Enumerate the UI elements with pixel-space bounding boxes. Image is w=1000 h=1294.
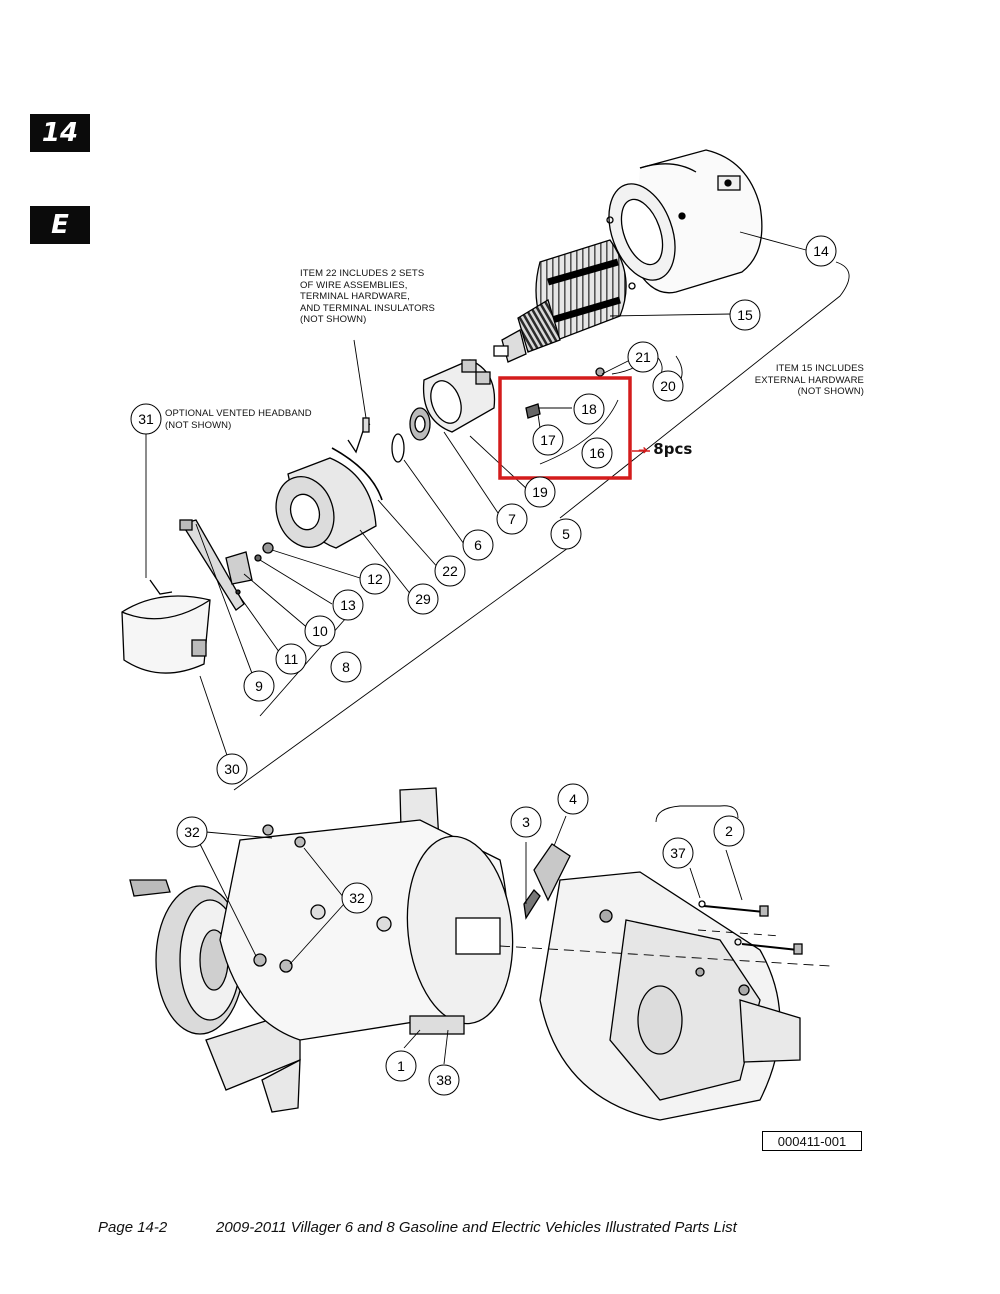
- callout: 19: [524, 476, 556, 508]
- svg-text:5: 5: [562, 526, 570, 542]
- sealant-tube-part: [523, 843, 571, 920]
- callouts: 14 15 21 20 18 17 16 19 7 5 6 22 29 12 1…: [130, 235, 837, 1096]
- bracket-hardware-part: [179, 519, 274, 611]
- callout: 8: [330, 651, 362, 683]
- motor-frame-part: [606, 149, 763, 294]
- callout: 18: [573, 393, 605, 425]
- svg-text:32: 32: [184, 824, 200, 840]
- leader-lines-lower: [199, 805, 831, 1065]
- callout: 6: [462, 529, 494, 561]
- motor-housing-part: [219, 819, 514, 1041]
- callout: 16: [581, 437, 613, 469]
- callout: 37: [662, 837, 694, 869]
- svg-text:2: 2: [725, 823, 733, 839]
- motor-exploded-view: [121, 149, 763, 674]
- svg-text:16: 16: [589, 445, 605, 461]
- svg-text:30: 30: [224, 761, 240, 777]
- callout: 38: [428, 1064, 460, 1096]
- callout: 2: [713, 815, 745, 847]
- svg-text:22: 22: [442, 563, 458, 579]
- svg-text:14: 14: [813, 243, 829, 259]
- svg-text:1: 1: [397, 1058, 405, 1074]
- svg-text:9: 9: [255, 678, 263, 694]
- section-tab: 14: [30, 114, 90, 152]
- svg-text:15: 15: [737, 307, 753, 323]
- callout: 9: [243, 670, 275, 702]
- callout: 30: [216, 753, 248, 785]
- svg-text:31: 31: [138, 411, 154, 427]
- svg-text:10: 10: [312, 623, 328, 639]
- svg-text:29: 29: [415, 591, 431, 607]
- armature-part: [493, 239, 627, 363]
- document-title: 2009-2011 Villager 6 and 8 Gasoline and …: [216, 1219, 737, 1236]
- highlight-box: [498, 376, 632, 480]
- callout: 32: [176, 816, 208, 848]
- red-arrow-icon: ➜: [638, 443, 649, 457]
- svg-text:11: 11: [284, 651, 299, 667]
- callout: 31: [130, 403, 162, 435]
- svg-text:3: 3: [522, 814, 530, 830]
- svg-text:20: 20: [660, 378, 676, 394]
- callout: 12: [359, 563, 391, 595]
- transaxle-part: [539, 871, 801, 1121]
- svg-text:37: 37: [670, 845, 686, 861]
- section-letter-tab: E: [30, 206, 90, 244]
- page-number: Page 14-2: [98, 1219, 168, 1236]
- leader-lines-upper: [145, 231, 850, 791]
- svg-text:8: 8: [342, 659, 350, 675]
- headband-part: [121, 579, 211, 674]
- svg-text:7: 7: [508, 511, 516, 527]
- callout: 20: [652, 370, 684, 402]
- svg-text:17: 17: [540, 432, 556, 448]
- brush-ring-assembly-part: [391, 359, 605, 463]
- svg-text:38: 38: [436, 1072, 452, 1088]
- callout: 4: [557, 783, 589, 815]
- callout: 7: [496, 503, 528, 535]
- item-22-note: ITEM 22 INCLUDES 2 SETS OF WIRE ASSEMBLI…: [300, 268, 435, 325]
- callout: 1: [385, 1050, 417, 1082]
- svg-text:32: 32: [349, 890, 365, 906]
- callout: 21: [627, 341, 659, 373]
- svg-text:4: 4: [569, 791, 577, 807]
- callout: 32: [341, 882, 373, 914]
- callout: 22: [434, 555, 466, 587]
- svg-text:21: 21: [635, 349, 651, 365]
- callout: 17: [532, 424, 564, 456]
- quantity-text: 8pcs: [653, 440, 693, 458]
- callout: 13: [332, 589, 364, 621]
- callout: 14: [805, 235, 837, 267]
- svg-text:13: 13: [340, 597, 356, 613]
- quantity-label: ➜ 8pcs: [638, 440, 692, 458]
- callout: 3: [510, 806, 542, 838]
- item-15-note: ITEM 15 INCLUDES EXTERNAL HARDWARE (NOT …: [754, 363, 864, 397]
- callout: 5: [550, 518, 582, 550]
- installed-motor-view: [129, 787, 803, 1121]
- headband-note: OPTIONAL VENTED HEADBAND (NOT SHOWN): [165, 408, 312, 431]
- svg-text:6: 6: [474, 537, 482, 553]
- figure-number: 000411-001: [762, 1131, 862, 1151]
- svg-text:12: 12: [367, 571, 383, 587]
- svg-text:19: 19: [532, 484, 548, 500]
- end-cap-part: [275, 417, 383, 549]
- callout: 15: [729, 299, 761, 331]
- callout: 29: [407, 583, 439, 615]
- svg-text:18: 18: [581, 401, 597, 417]
- bolts-part: [698, 900, 803, 955]
- callout: 10: [304, 615, 336, 647]
- callout: 11: [275, 643, 307, 675]
